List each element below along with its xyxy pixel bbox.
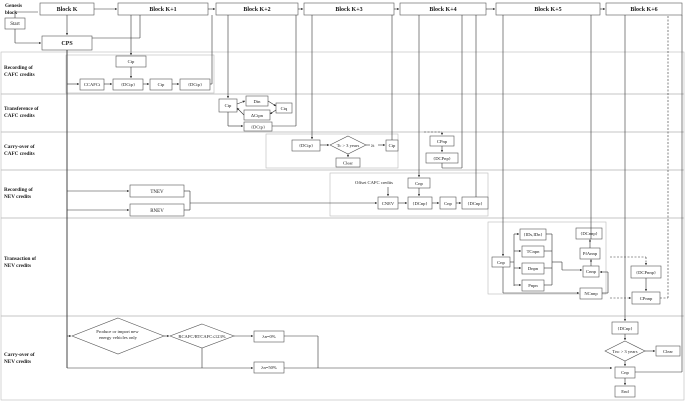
ctq-node-label: Ctq bbox=[281, 106, 288, 111]
band-carryover-nev bbox=[0, 315, 685, 401]
section-label-carryover-nev: Carry-over of NEV credits bbox=[4, 352, 36, 365]
pf-nnp-node-label: PfAnnp bbox=[583, 251, 598, 256]
dc-tp-node-k2-label: {DCtp} bbox=[251, 125, 265, 130]
ctp-node-k1-label: Ctp bbox=[128, 59, 135, 64]
dc-tp-node-k1 bbox=[112, 78, 144, 91]
dc-np-node-k6-label: {DCnp} bbox=[617, 326, 632, 331]
band-transference-cafc bbox=[0, 93, 685, 133]
block-k6 bbox=[605, 2, 683, 16]
decision-ratio-label: RCAFC/RTCAFC≤123% bbox=[178, 334, 225, 339]
p-npn-node bbox=[521, 279, 545, 292]
block-k-label: Block K bbox=[57, 7, 78, 13]
cp-np-node-label: CPnp bbox=[437, 139, 448, 144]
section-label-transference-cafc: Transference of CAFC credits bbox=[4, 106, 40, 119]
dc-tp-node-k3 bbox=[291, 139, 321, 152]
dc-tp-node-k3-label: {DCtp} bbox=[299, 143, 313, 148]
d-npn-node-label: Dnpn bbox=[528, 266, 539, 271]
block-k1-label: Block K+1 bbox=[149, 7, 176, 13]
genesis-block-label: Genesis block bbox=[5, 3, 23, 16]
tc-npn-node-label: TCnpn bbox=[527, 249, 540, 254]
ctq-node bbox=[275, 102, 293, 114]
section-label-carryover-cafc: Carry-over of CAFC credits bbox=[4, 144, 36, 157]
block-k3-label: Block K+3 bbox=[335, 7, 362, 13]
cps-label: CPS bbox=[61, 41, 73, 47]
cnp-node-k4b-label: Cnp bbox=[444, 201, 452, 206]
block-k2-label: Block K+2 bbox=[243, 7, 270, 13]
lambda-0-label: λn=0% bbox=[262, 334, 275, 339]
nc-nnp-node bbox=[579, 287, 603, 300]
dcp-np-node-k4-label: {DCPnp} bbox=[433, 156, 451, 161]
dc-tp-node-k1-label: {DCtp} bbox=[121, 82, 135, 87]
lambda-50-label: λn=50% bbox=[261, 365, 277, 370]
clear-node-k3-label: Clear bbox=[343, 161, 353, 166]
cnnp-node-label: Cnnp bbox=[586, 269, 597, 274]
block-k6-label: Block K+6 bbox=[630, 7, 657, 13]
d-npn-node bbox=[521, 262, 545, 275]
cnp-node-k4-label: Cnp bbox=[415, 181, 423, 186]
decision-cafc-label: Tc > 3 years bbox=[337, 143, 360, 148]
ctp-node-k1b-label: Ctp bbox=[158, 82, 165, 87]
group-recording-nev bbox=[329, 172, 489, 217]
end-node-label: End bbox=[621, 389, 629, 394]
offset-cafc-label: Offset CAFC credits bbox=[355, 180, 393, 185]
id-group-node bbox=[519, 228, 547, 241]
dc-np-node-k4b bbox=[461, 196, 489, 210]
ctp-node-k2-label: Ctp bbox=[225, 103, 232, 108]
dc-tp-node-k1b-label: {DCtp} bbox=[188, 82, 202, 87]
group-carryover-cafc bbox=[265, 133, 399, 169]
clear-node-k6 bbox=[655, 345, 681, 357]
group-recording-cafc bbox=[65, 54, 215, 94]
block-chain: Block K Block K+1 Block K+2 Block K+3 Bl… bbox=[39, 2, 683, 16]
group-transaction-nev bbox=[487, 221, 607, 295]
dtn-node-label: Dtn bbox=[254, 99, 262, 104]
dc-tp-node-k1b bbox=[179, 78, 211, 91]
decision-nev-label: Tnc > 3 years bbox=[612, 349, 637, 354]
rnev-node-label: RNEV bbox=[150, 209, 164, 214]
dc-nnp-node-label: {DCnnp} bbox=[580, 231, 598, 236]
dc-tp-node-k2 bbox=[243, 121, 273, 132]
cp-nnp-node-label: CPnnp bbox=[640, 296, 653, 301]
lambda-t-label: λt bbox=[371, 143, 375, 148]
cnp-node-k6-label: Cnp bbox=[621, 370, 629, 375]
tnev-node-label: TNEV bbox=[150, 190, 164, 195]
ctp-node-k3-label: Ctp bbox=[389, 143, 396, 148]
ccafc-node-label: CCAFCt bbox=[84, 82, 101, 87]
end-node bbox=[614, 385, 636, 398]
band-recording-nev bbox=[0, 169, 685, 219]
cnp-node-k5-label: Cnp bbox=[497, 260, 505, 265]
section-label-transaction-nev: Transaction of NEV credits bbox=[4, 256, 37, 269]
clear-node-k3 bbox=[335, 157, 361, 168]
block-k4-label: Block K+4 bbox=[429, 7, 456, 13]
decision-produce-label: Produce or import new energy vehicles on… bbox=[96, 329, 139, 340]
lambda-50-node bbox=[253, 361, 285, 374]
lambda-0-node bbox=[253, 330, 285, 343]
ccafc-node bbox=[79, 78, 105, 91]
dc-nnp-node bbox=[575, 227, 603, 240]
ctp-node-k1b bbox=[149, 78, 173, 91]
clear-node-k6-label: Clear bbox=[663, 349, 673, 354]
tc-npn-node bbox=[521, 245, 545, 258]
block-k5-label: Block K+5 bbox=[534, 7, 561, 13]
dc-np-node-k4b-label: {DCnp} bbox=[467, 201, 482, 206]
dc-np-node-k4-label: {DCnp} bbox=[412, 201, 427, 206]
decision-produce-diamond bbox=[71, 317, 165, 355]
id-group-node-label: {IDs,IDn} bbox=[523, 232, 542, 238]
delta-ctpn-node-label: ΔCtpn bbox=[251, 113, 264, 118]
section-label-recording-nev: Recording of NEV credits bbox=[4, 187, 34, 200]
start-label: Start bbox=[10, 22, 20, 27]
dcp-nnp-node-label: {DCPnnp} bbox=[636, 270, 656, 275]
nc-nnp-node-label: NCnnp bbox=[584, 291, 598, 296]
cnev-node-label: CNEV bbox=[382, 201, 395, 206]
section-label-recording-cafc: Recording of CAFC credits bbox=[4, 65, 35, 78]
p-npn-node-label: Pnpn bbox=[528, 283, 538, 288]
